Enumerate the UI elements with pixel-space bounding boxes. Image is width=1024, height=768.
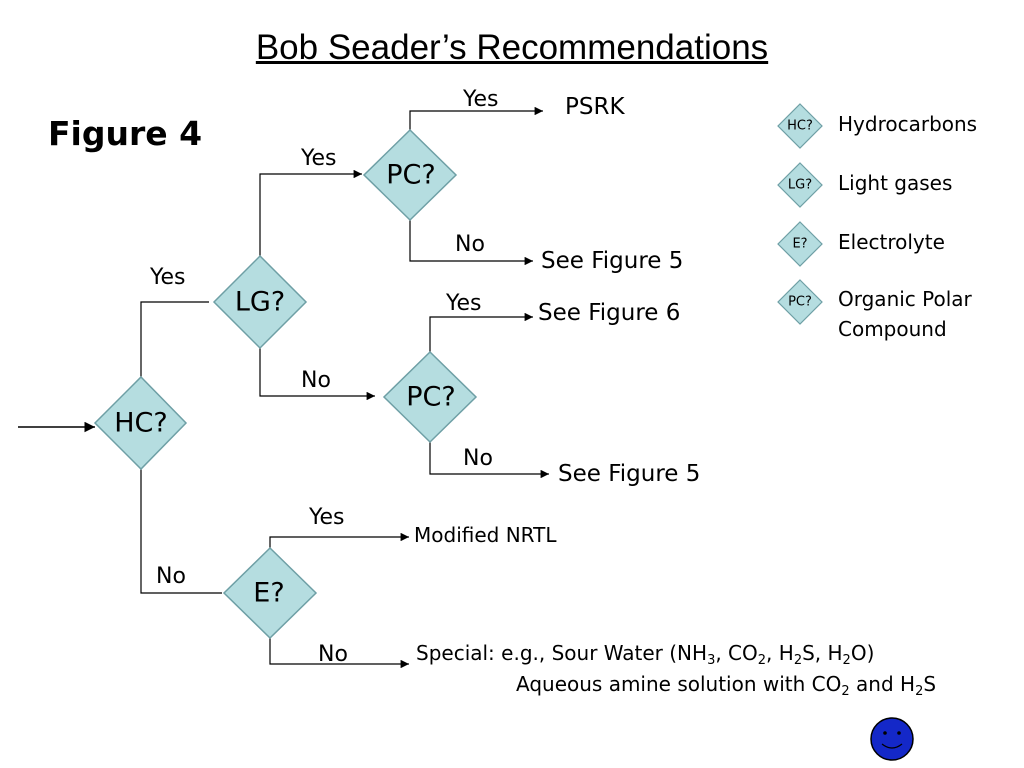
pc-mid-no-connector bbox=[429, 442, 549, 479]
page-title: Bob Seader’s Recommendations bbox=[255, 28, 769, 67]
pc-mid-node-label: PC? bbox=[406, 381, 456, 413]
legend-e-diamond bbox=[777, 221, 823, 267]
result-see-figure-5-bottom: See Figure 5 bbox=[558, 461, 701, 487]
lg-no-label: No bbox=[301, 368, 331, 393]
pc-mid-decision-node bbox=[382, 350, 478, 444]
result-aqueous-amine: Aqueous amine solution with CO2 and H2S bbox=[516, 672, 937, 699]
lg-yes-label: Yes bbox=[301, 146, 337, 171]
smiley-face-icon bbox=[870, 717, 914, 761]
hc-yes-label: Yes bbox=[150, 265, 186, 290]
pc-mid-yes-connector bbox=[429, 312, 533, 352]
pc-top-decision-node bbox=[362, 128, 458, 222]
hc-decision-node bbox=[93, 375, 188, 471]
lg-decision-node bbox=[212, 254, 308, 350]
e-yes-connector bbox=[269, 532, 409, 548]
hc-no-label: No bbox=[156, 564, 186, 589]
e-node-label: E? bbox=[253, 577, 285, 609]
legend-hc-diamond bbox=[777, 103, 823, 149]
result-special-sour-water: Special: e.g., Sour Water (NH3, CO2, H2S… bbox=[416, 641, 875, 668]
e-yes-label: Yes bbox=[309, 505, 345, 530]
legend-hc-text: Hydrocarbons bbox=[838, 112, 978, 136]
legend-lg-text: Light gases bbox=[838, 171, 953, 195]
e-decision-node bbox=[222, 546, 318, 640]
pc-top-node-label: PC? bbox=[386, 159, 436, 191]
result-see-figure-5-top: See Figure 5 bbox=[541, 248, 684, 274]
hc-node-label: HC? bbox=[114, 407, 168, 439]
legend-pc-text-line2: Compound bbox=[838, 317, 947, 341]
e-no-connector bbox=[269, 638, 409, 669]
legend-pc-diamond bbox=[777, 279, 823, 325]
pc-top-yes-connector bbox=[409, 106, 543, 130]
legend-e-code: E? bbox=[792, 236, 808, 252]
hc-yes-connector bbox=[140, 301, 209, 380]
result-see-figure-6: See Figure 6 bbox=[538, 300, 681, 326]
lg-node-label: LG? bbox=[234, 286, 286, 318]
pc-top-no-label: No bbox=[455, 232, 485, 257]
lg-yes-connector bbox=[259, 169, 362, 256]
hc-no-connector bbox=[140, 468, 222, 594]
e-no-label: No bbox=[318, 642, 348, 667]
pc-mid-no-label: No bbox=[463, 446, 493, 471]
result-modified-nrtl: Modified NRTL bbox=[414, 523, 557, 547]
legend-pc-code: PC? bbox=[788, 294, 812, 310]
figure-label: Figure 4 bbox=[48, 114, 203, 153]
result-psrk: PSRK bbox=[565, 94, 625, 120]
pc-top-yes-label: Yes bbox=[463, 87, 499, 112]
legend-lg-diamond bbox=[777, 162, 823, 208]
legend-pc-text: Organic Polar bbox=[838, 287, 972, 311]
legend-lg-code: LG? bbox=[787, 177, 813, 193]
pc-mid-yes-label: Yes bbox=[446, 291, 482, 316]
pc-top-no-connector bbox=[409, 220, 533, 266]
legend-hc-code: HC? bbox=[787, 118, 813, 134]
lg-no-connector bbox=[259, 348, 375, 401]
legend-e-text: Electrolyte bbox=[838, 230, 945, 254]
